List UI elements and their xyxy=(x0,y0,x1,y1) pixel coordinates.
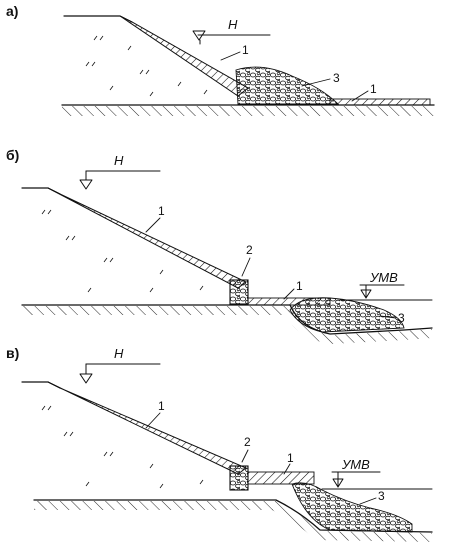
panel-a-letter: а) xyxy=(6,3,18,19)
panel-a-level-label: Н xyxy=(228,17,238,32)
panel-c-toe-block xyxy=(229,465,249,491)
panel-c-level-marker xyxy=(79,373,93,384)
panel-c-label-3: 3 xyxy=(378,489,385,503)
panel-c-revetment xyxy=(47,381,247,475)
panel-c-ground xyxy=(33,499,433,533)
panel-b-label-2: 2 xyxy=(246,243,253,257)
panel-c-tailwater-label: УМВ xyxy=(341,457,370,472)
panel-b-label-3: 3 xyxy=(398,311,405,325)
panel-a-rockfill xyxy=(235,66,340,105)
panel-b-revetment xyxy=(47,187,247,289)
panel-a-level-marker xyxy=(192,30,206,41)
panel-c-fill-marks xyxy=(41,405,204,489)
panel-b-fill-marks xyxy=(41,209,204,293)
panel-c-tailwater-marker xyxy=(332,478,344,488)
panel-b-letter: б) xyxy=(6,147,19,163)
panel-c-label-2: 2 xyxy=(244,435,251,449)
panel-b-label-1: 1 xyxy=(158,204,165,218)
panel-a: а) Н 1 3 1 xyxy=(6,3,435,116)
panel-c-label-1: 1 xyxy=(158,399,165,413)
panel-b-tailwater-marker xyxy=(360,289,372,299)
panel-c-letter: в) xyxy=(6,345,19,361)
panel-b-rockfill xyxy=(289,297,405,333)
panel-a-fill-marks xyxy=(85,35,208,97)
panel-a-soil xyxy=(62,106,434,116)
panel-a-label-1b: 1 xyxy=(370,82,377,96)
panel-a-label-3: 3 xyxy=(333,71,340,85)
panel-b-label-1b: 1 xyxy=(296,279,303,293)
panel-a-label-1: 1 xyxy=(242,43,249,57)
panel-b-level-label: Н xyxy=(114,153,124,168)
panel-b-ground xyxy=(21,304,433,335)
panel-c-rockfill xyxy=(291,482,413,533)
panel-c-apron xyxy=(247,471,315,485)
panel-b-tailwater-label: УМВ xyxy=(369,270,398,285)
panel-b-soil xyxy=(22,306,290,315)
panel-c-label-1b: 1 xyxy=(287,451,294,465)
panel-b-level-marker xyxy=(79,179,93,190)
panel-b-toe-block xyxy=(229,279,249,305)
panel-c-level-label: Н xyxy=(114,346,124,361)
panel-b: б) Н УМВ 1 2 1 3 xyxy=(6,147,433,344)
panel-c-soil xyxy=(34,501,276,510)
panel-c: в) Н УМВ 2 1 1 3 xyxy=(6,345,433,542)
panel-a-apron xyxy=(329,98,431,106)
